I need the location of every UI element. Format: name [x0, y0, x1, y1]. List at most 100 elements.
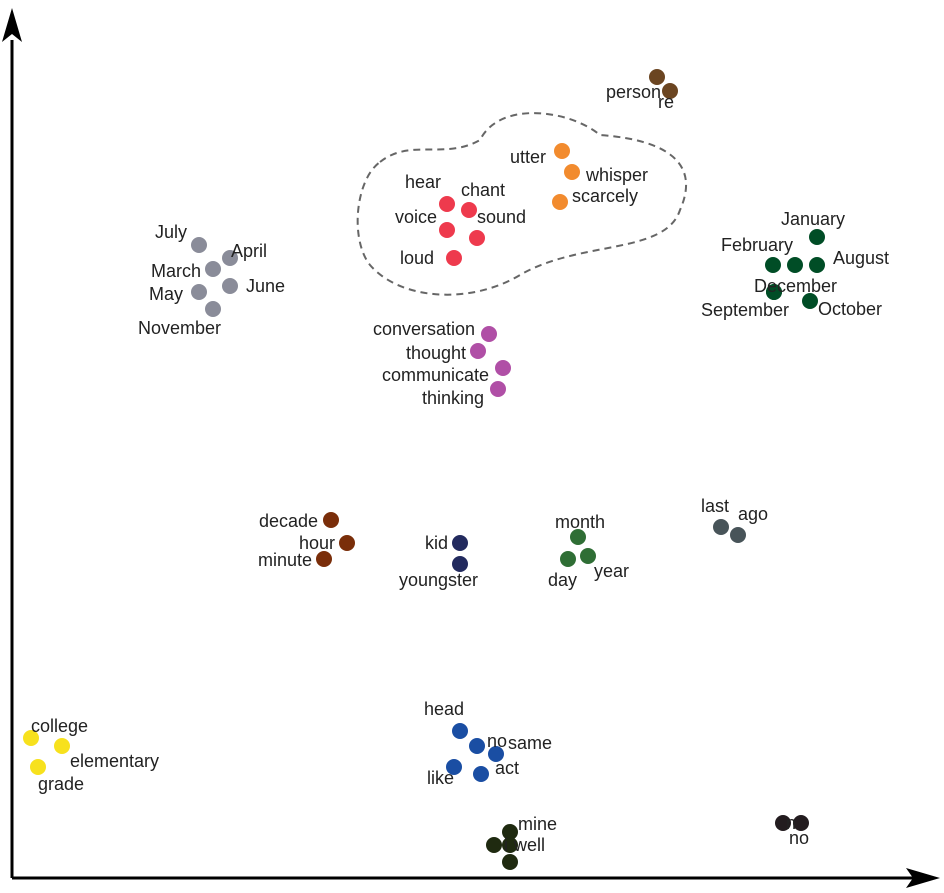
point-minute — [316, 551, 332, 567]
point-year — [580, 548, 596, 564]
label-june: June — [246, 276, 285, 296]
label-november: November — [138, 318, 221, 338]
point-head — [452, 723, 468, 739]
point-utter — [554, 143, 570, 159]
point-i — [486, 837, 502, 853]
label-conversation: conversation — [373, 319, 475, 339]
point-february — [765, 257, 781, 273]
point-elementary — [54, 738, 70, 754]
y-axis-arrowhead — [2, 8, 22, 42]
cluster-outline — [356, 112, 687, 296]
point-kid — [452, 535, 468, 551]
label-no: no — [789, 828, 809, 848]
label-no: no — [487, 731, 507, 751]
point-s4-p2 — [787, 257, 803, 273]
point-april — [222, 250, 238, 266]
label-hour: hour — [299, 533, 335, 553]
label-n: n — [786, 813, 796, 833]
point-november — [205, 301, 221, 317]
label-october: October — [818, 299, 882, 319]
point-mine — [502, 824, 518, 840]
label-december: December — [754, 276, 837, 296]
point-chant — [461, 202, 477, 218]
point-person — [649, 69, 665, 85]
label-september: September — [701, 300, 789, 320]
point-august — [809, 257, 825, 273]
label-august: August — [833, 248, 889, 268]
label-i: i — [504, 835, 508, 855]
label-person: person — [606, 82, 661, 102]
label-youngster: youngster — [399, 570, 478, 590]
point-no — [469, 738, 485, 754]
label-february: February — [721, 235, 793, 255]
point-no — [793, 815, 809, 831]
point-last — [713, 519, 729, 535]
label-thinking: thinking — [422, 388, 484, 408]
point-thinking — [490, 381, 506, 397]
point-january — [809, 229, 825, 245]
label-minute: minute — [258, 550, 312, 570]
point-july — [191, 237, 207, 253]
label-re: re — [658, 92, 674, 112]
point-youngster — [452, 556, 468, 572]
label-whisper: whisper — [585, 165, 648, 185]
label-april: April — [231, 241, 267, 261]
point-month — [570, 529, 586, 545]
label-utter: utter — [510, 147, 546, 167]
label-thought: thought — [406, 343, 466, 363]
point-scarcely — [552, 194, 568, 210]
label-same: same — [508, 733, 552, 753]
point-hear — [439, 196, 455, 212]
point-june — [222, 278, 238, 294]
label-ago: ago — [738, 504, 768, 524]
label-day: day — [548, 570, 577, 590]
label-act: act — [495, 758, 519, 778]
point-october — [802, 293, 818, 309]
label-kid: kid — [425, 533, 448, 553]
label-march: March — [151, 261, 201, 281]
label-july: July — [155, 222, 187, 242]
label-loud: loud — [400, 248, 434, 268]
label-mine: mine — [518, 814, 557, 834]
label-month: month — [555, 512, 605, 532]
point-grade — [30, 759, 46, 775]
point-decade — [323, 512, 339, 528]
point-loud — [446, 250, 462, 266]
point-like — [446, 759, 462, 775]
point-thought — [470, 343, 486, 359]
point-communicate — [495, 360, 511, 376]
label-like: like — [427, 768, 454, 788]
label-college: college — [31, 716, 88, 736]
point-conversation — [481, 326, 497, 342]
label-year: year — [594, 561, 629, 581]
x-axis-arrowhead — [906, 868, 940, 888]
label-chant: chant — [461, 180, 505, 200]
point-college — [23, 730, 39, 746]
point-sound — [469, 230, 485, 246]
point-whisper — [564, 164, 580, 180]
point-hour — [339, 535, 355, 551]
label-voice: voice — [395, 207, 437, 227]
point-march — [205, 261, 221, 277]
label-may: May — [149, 284, 183, 304]
point-re — [662, 83, 678, 99]
label-last: last — [701, 496, 729, 516]
label-elementary: elementary — [70, 751, 159, 771]
points-layer — [23, 69, 825, 870]
point-voice — [439, 222, 455, 238]
label-communicate: communicate — [382, 365, 489, 385]
point-n — [775, 815, 791, 831]
point-s12-p3 — [502, 854, 518, 870]
point-same — [488, 746, 504, 762]
label-sound: sound — [477, 207, 526, 227]
label-hear: hear — [405, 172, 441, 192]
point-ago — [730, 527, 746, 543]
label-grade: grade — [38, 774, 84, 794]
point-september — [766, 284, 782, 300]
label-january: January — [781, 209, 845, 229]
point-may — [191, 284, 207, 300]
label-scarcely: scarcely — [572, 186, 638, 206]
label-head: head — [424, 699, 464, 719]
